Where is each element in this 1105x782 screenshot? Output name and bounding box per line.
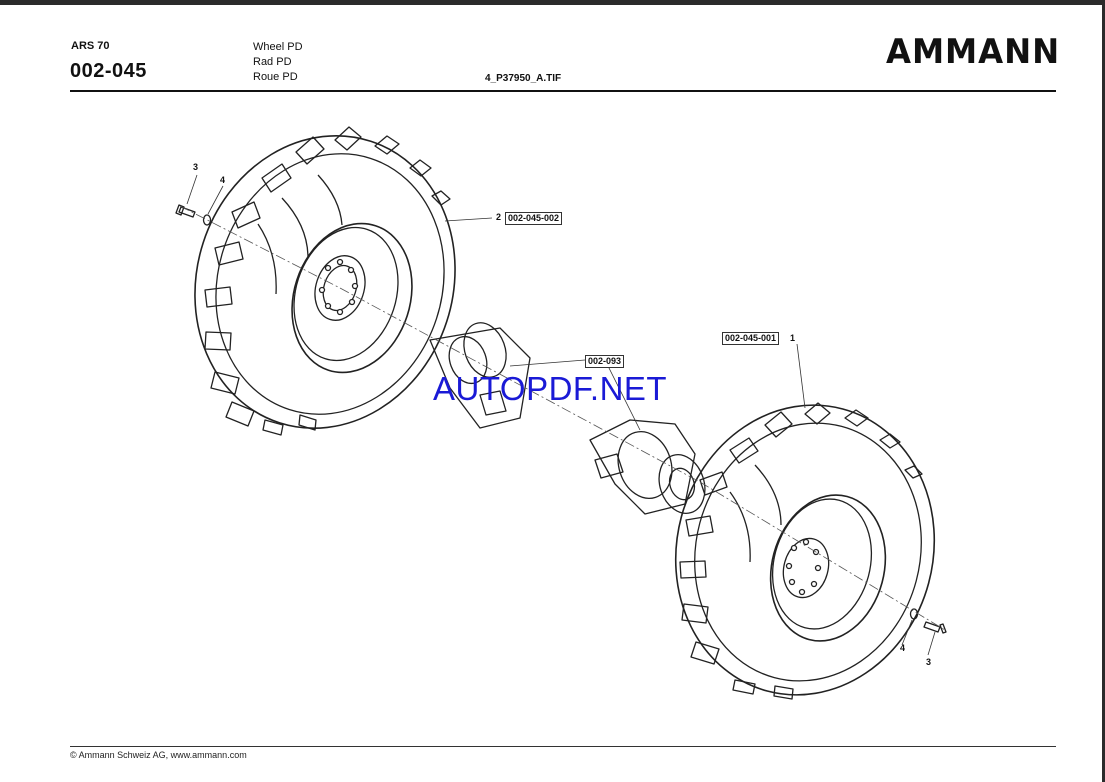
title-fr: Roue PD <box>253 71 298 83</box>
ammann-logo: AMMANN <box>886 32 1061 72</box>
callout-washer-right: 4 <box>900 643 906 653</box>
title-de: Rad PD <box>253 56 292 68</box>
wheel-motor <box>429 322 706 515</box>
title-en: Wheel PD <box>253 41 303 53</box>
center-axis <box>179 205 946 631</box>
window-frame-top <box>0 0 1105 5</box>
page-code: 002-045 <box>70 60 147 82</box>
callout-washer-left: 4 <box>220 175 226 185</box>
watermark: AUTOPDF.NET <box>433 370 668 407</box>
part-titles: Wheel PD Rad PD Roue PD <box>253 40 303 85</box>
wheel-left <box>194 126 456 436</box>
callout-bolt-right: 3 <box>926 657 932 667</box>
copyright-footer: © Ammann Schweiz AG, www.ammann.com <box>70 750 247 760</box>
leader-lines <box>186 174 936 656</box>
bolt-right <box>909 608 947 634</box>
ref-wheel-left: 002-045-002 <box>505 212 563 225</box>
wheel-right <box>674 402 936 700</box>
callout-wheel-left-item: 2 <box>496 212 502 222</box>
ref-wheel-right: 002-045-001 <box>722 332 780 345</box>
drawing-filename: 4_P37950_A.TIF <box>485 73 562 84</box>
header-rule <box>70 90 1056 92</box>
bolt-left <box>175 204 212 226</box>
window-frame-right <box>1102 0 1105 782</box>
model-name: ARS 70 <box>71 40 110 52</box>
ref-motor: 002-093 <box>585 355 625 368</box>
footer-rule <box>70 746 1056 747</box>
callout-bolt-left: 3 <box>193 162 199 172</box>
callout-wheel-right-item: 1 <box>790 333 796 343</box>
